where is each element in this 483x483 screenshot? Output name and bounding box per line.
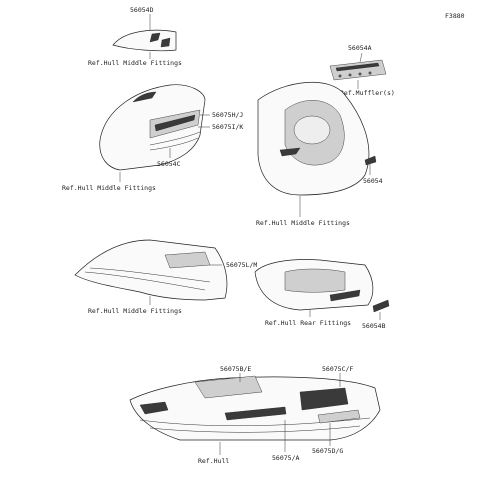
label-ref-hull: Ref.Hull <box>198 457 229 465</box>
side-panel-drawing <box>74 239 228 301</box>
label-56054c: 56054C <box>157 160 181 168</box>
muffler-decal-drawing <box>329 59 387 81</box>
label-56075dg: 56075D/G <box>312 447 343 455</box>
label-56075be: 56075B/E <box>220 365 251 373</box>
label-ref-middle-3: Ref.Hull Middle Fittings <box>256 219 350 227</box>
label-56054b: 56054B <box>362 322 386 330</box>
diagram-code: F3880 <box>445 12 465 20</box>
front-cover-drawing <box>99 84 206 171</box>
label-56075ik: 56075I/K <box>212 123 243 131</box>
label-ref-muffler: Ref.Muffler(s) <box>340 89 395 97</box>
hull-deck-drawing <box>257 81 377 196</box>
label-56075lm: 56075L/M <box>226 261 257 269</box>
label-ref-middle-4: Ref.Hull Middle Fittings <box>88 307 182 315</box>
label-ref-middle-2: Ref.Hull Middle Fittings <box>62 184 156 192</box>
label-56075cf: 56075C/F <box>322 365 353 373</box>
label-56054d: 56054D <box>130 6 154 14</box>
decal-56054d-drawing <box>112 29 177 52</box>
label-ref-middle-1: Ref.Hull Middle Fittings <box>88 59 182 67</box>
label-56075hj: 56075H/J <box>212 111 243 119</box>
label-56075a: 56075/A <box>272 454 299 462</box>
label-ref-rear: Ref.Hull Rear Fittings <box>265 319 351 327</box>
label-56054a: 56054A <box>348 44 372 52</box>
hull-side-drawing <box>129 375 381 441</box>
rear-deck-drawing <box>254 259 390 313</box>
label-56054: 56054 <box>363 177 383 185</box>
leader-56054a <box>359 52 363 63</box>
